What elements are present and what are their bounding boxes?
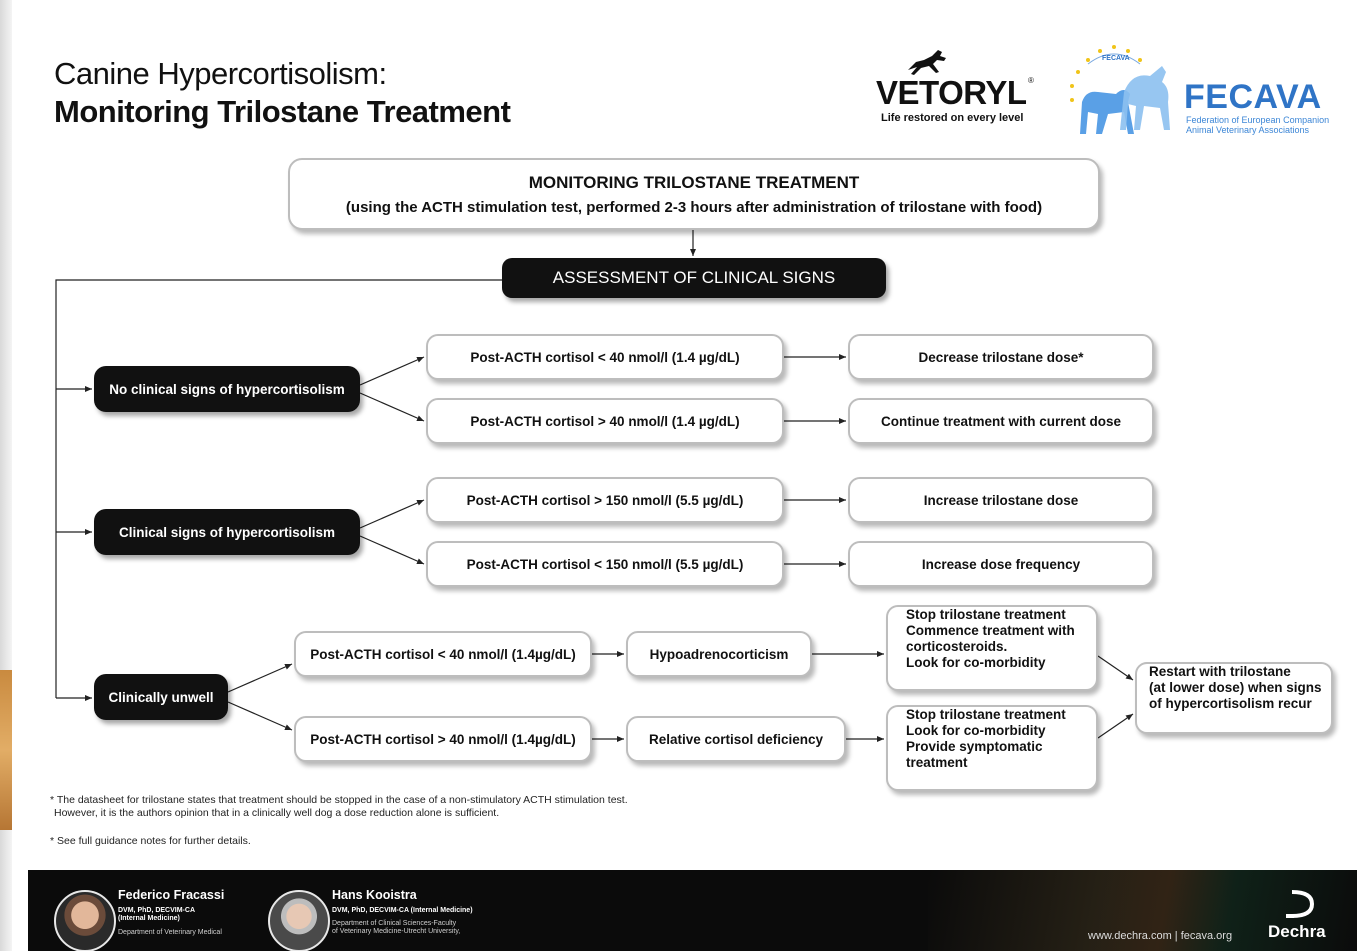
action-low-line4: Look for co-morbidity <box>906 655 1046 670</box>
footnote-datasheet: * The datasheet for trilostane states th… <box>50 794 628 820</box>
action-increase-dose: Increase trilostane dose <box>848 477 1154 523</box>
footer-decoration <box>928 870 1357 951</box>
footer-bar: Federico Fracassi DVM, PhD, DECVIM-CA (I… <box>28 870 1357 951</box>
action-continue-dose: Continue treatment with current dose <box>848 398 1154 444</box>
clinical-signs-box: Clinical signs of hypercortisolism <box>94 509 360 555</box>
monitoring-header-box: MONITORING TRILOSTANE TREATMENT (using t… <box>288 158 1100 230</box>
action-stop-symptomatic: Stop trilostane treatment Look for co-mo… <box>886 705 1098 791</box>
test-post-acth-gt-150: Post-ACTH cortisol > 150 nmol/l (5.5 µg/… <box>426 477 784 523</box>
author1-cred1: DVM, PhD, DECVIM-CA <box>118 907 195 914</box>
fecava-subtitle-line2: Animal Veterinary Associations <box>1186 125 1310 135</box>
author2-dept: Department of Clinical Sciences-Faculty … <box>332 920 460 936</box>
no-clinical-signs-box: No clinical signs of hypercortisolism <box>94 366 360 412</box>
action-low-line3: corticosteroids. <box>906 639 1008 654</box>
monitoring-title: MONITORING TRILOSTANE TREATMENT <box>528 172 860 192</box>
action-high-line2: Look for co-morbidity <box>906 723 1046 738</box>
author2-avatar <box>268 890 330 951</box>
assessment-box: ASSESSMENT OF CLINICAL SIGNS <box>502 258 886 298</box>
action-high-line1: Stop trilostane treatment <box>906 707 1066 722</box>
vetoryl-logo: VETORYL ® Life restored on every level <box>876 48 1036 128</box>
author2-dept2: of Veterinary Medicine-Utrecht Universit… <box>332 928 461 935</box>
clinically-unwell-box: Clinically unwell <box>94 674 228 720</box>
vetoryl-tagline: Life restored on every level <box>881 112 1024 124</box>
diagnosis-relative-cortisol-deficiency: Relative cortisol deficiency <box>626 716 846 762</box>
diagnosis-hypoadrenocorticism: Hypoadrenocorticism <box>626 631 812 677</box>
test-post-acth-lt-150: Post-ACTH cortisol < 150 nmol/l (5.5 µg/… <box>426 541 784 587</box>
footnote-line1: * The datasheet for trilostane states th… <box>50 794 628 806</box>
svg-text:FECAVA: FECAVA <box>1102 55 1130 62</box>
action-high-line4: treatment <box>906 755 968 770</box>
fecava-subtitle-line1: Federation of European Companion <box>1186 115 1330 125</box>
test-unwell-gt-40: Post-ACTH cortisol > 40 nmol/l (1.4µg/dL… <box>294 716 592 762</box>
restart-line2: (at lower dose) when signs <box>1149 680 1322 695</box>
restart-trilostane-box: Restart with trilostane (at lower dose) … <box>1135 662 1333 734</box>
test-post-acth-lt-40: Post-ACTH cortisol < 40 nmol/l (1.4 µg/d… <box>426 334 784 380</box>
action-high-line3: Provide symptomatic <box>906 739 1043 754</box>
action-decrease-dose: Decrease trilostane dose* <box>848 334 1154 380</box>
fecava-subtitle: Federation of European Companion Animal … <box>1186 115 1346 135</box>
fecava-emblem-icon: FECAVA <box>1070 45 1170 134</box>
vetoryl-wordmark: VETORYL <box>876 74 1027 111</box>
action-increase-frequency: Increase dose frequency <box>848 541 1154 587</box>
dechra-logo-icon <box>1286 890 1315 918</box>
author2-name: Hans Kooistra <box>332 888 417 902</box>
test-post-acth-gt-40: Post-ACTH cortisol > 40 nmol/l (1.4 µg/d… <box>426 398 784 444</box>
footer-urls: www.dechra.com | fecava.org <box>1088 930 1233 942</box>
author2-dept1: Department of Clinical Sciences-Faculty <box>332 920 457 927</box>
author1-cred2: (Internal Medicine) <box>118 915 180 922</box>
fecava-wordmark: FECAVA <box>1184 78 1322 116</box>
action-low-line2: Commence treatment with <box>906 623 1075 638</box>
dechra-wordmark: Dechra <box>1268 922 1326 941</box>
author2-credentials: DVM, PhD, DECVIM-CA (Internal Medicine) <box>332 907 473 914</box>
fecava-logo: FECAVA FECAVA Federation of European Com… <box>1058 42 1338 142</box>
footnote-guidance: * See full guidance notes for further de… <box>50 835 251 847</box>
running-dog-icon <box>908 50 946 75</box>
restart-line3: of hypercortisolism recur <box>1149 696 1312 711</box>
page-title-line1: Canine Hypercortisolism: <box>54 56 387 91</box>
action-stop-commence-corticosteroids: Stop trilostane treatment Commence treat… <box>886 605 1098 691</box>
footnote-line2: However, it is the authors opinion that … <box>54 807 500 819</box>
restart-line1: Restart with trilostane <box>1149 664 1291 679</box>
author1-name: Federico Fracassi <box>118 888 225 902</box>
monitoring-subtitle: (using the ACTH stimulation test, perfor… <box>345 198 1043 216</box>
action-low-line1: Stop trilostane treatment <box>906 607 1066 622</box>
author1-avatar <box>54 890 116 951</box>
registered-mark: ® <box>1028 76 1034 85</box>
author1-dept: Department of Veterinary Medical <box>118 929 222 936</box>
author1-credentials: DVM, PhD, DECVIM-CA (Internal Medicine) <box>118 907 195 923</box>
background-wood <box>0 670 12 830</box>
page-title-line2: Monitoring Trilostane Treatment <box>54 94 511 129</box>
test-unwell-lt-40: Post-ACTH cortisol < 40 nmol/l (1.4µg/dL… <box>294 631 592 677</box>
